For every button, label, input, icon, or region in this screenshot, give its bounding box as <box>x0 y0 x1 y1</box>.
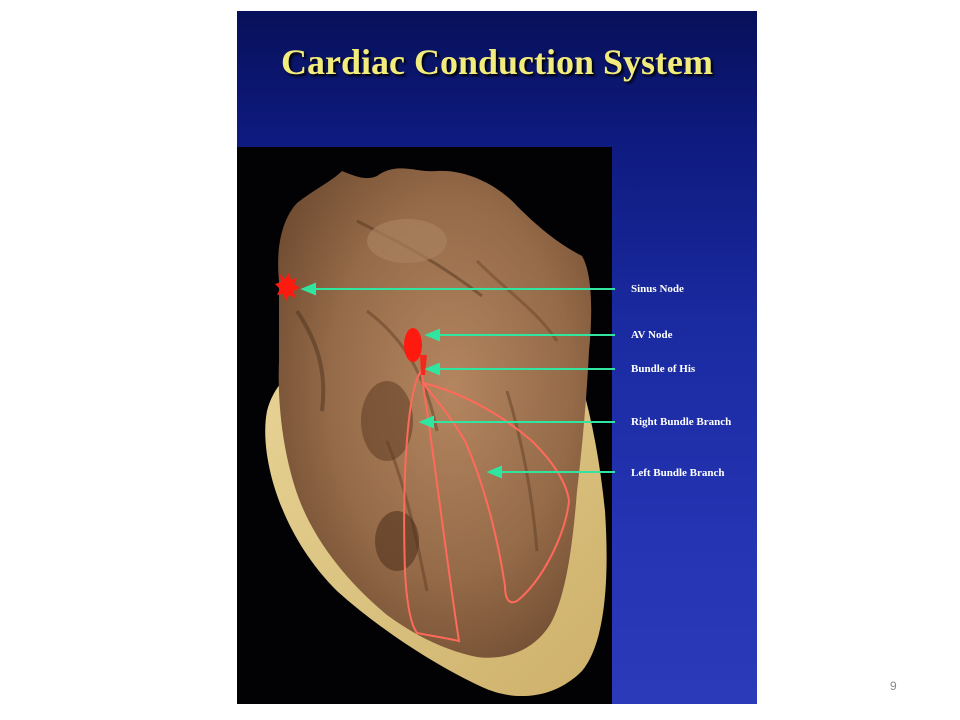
heart-muscle <box>278 168 592 658</box>
av-node-marker <box>404 328 422 362</box>
slide: Cardiac Conduction System <box>237 11 757 704</box>
label-right-bundle-branch: Right Bundle Branch <box>631 416 732 428</box>
label-av-node: AV Node <box>631 329 673 341</box>
bundle-of-his-marker <box>420 355 427 375</box>
slide-title: Cardiac Conduction System <box>280 42 714 82</box>
heart-diagram <box>265 168 615 697</box>
left-bundle-branch-outline <box>420 381 571 604</box>
label-left-bundle-branch: Left Bundle Branch <box>631 467 725 479</box>
page-number: 9 <box>890 679 897 693</box>
sinus-node-marker <box>275 273 300 301</box>
label-bundle-of-his: Bundle of His <box>631 363 696 375</box>
right-bundle-branch-outline <box>403 368 461 643</box>
label-sinus-node: Sinus Node <box>631 283 684 295</box>
